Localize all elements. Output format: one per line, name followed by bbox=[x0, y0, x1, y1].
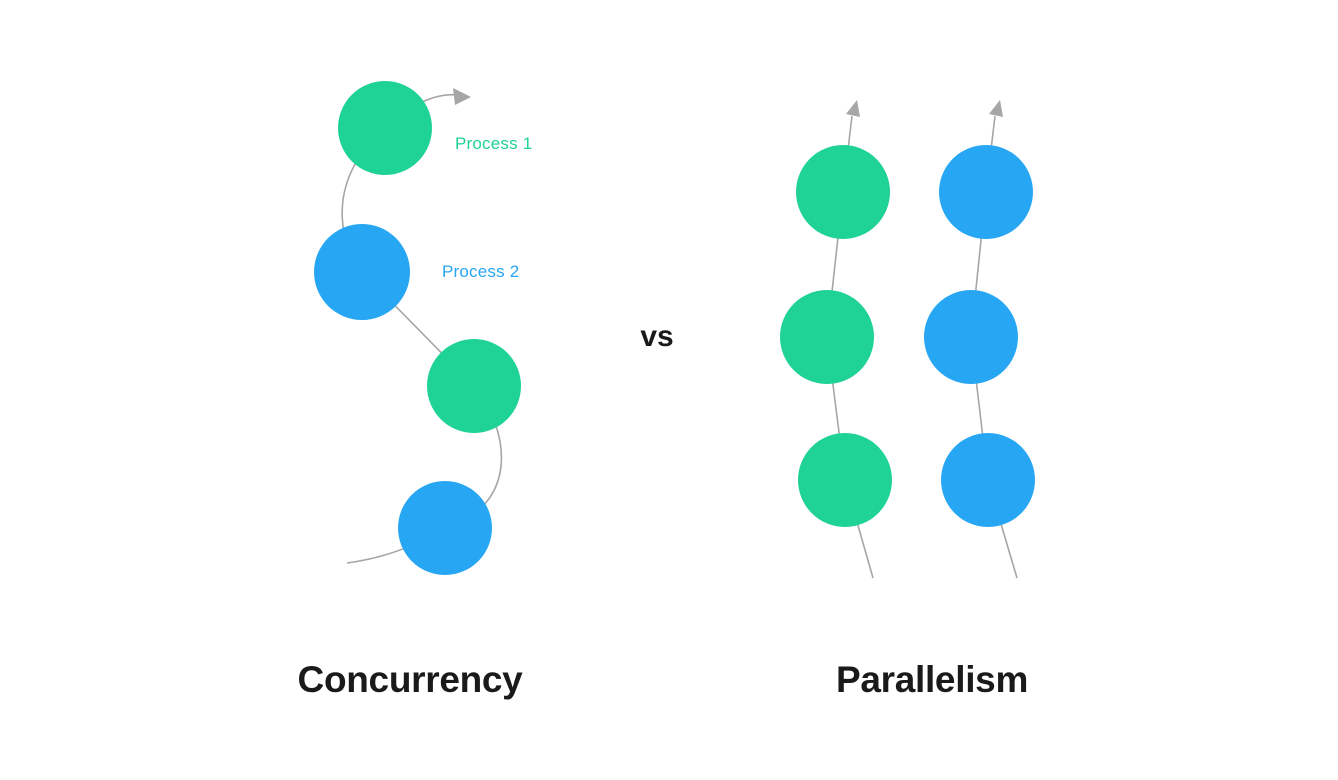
process-1-label: Process 1 bbox=[455, 134, 533, 153]
parallelism-blue-node-1 bbox=[939, 145, 1033, 239]
parallelism-green-node-2 bbox=[780, 290, 874, 384]
concurrency-node-3-process1 bbox=[427, 339, 521, 433]
concurrency-node-1-process1 bbox=[338, 81, 432, 175]
parallelism-green-node-1 bbox=[796, 145, 890, 239]
parallelism-title: Parallelism bbox=[835, 659, 1029, 700]
concurrency-node-4-process2 bbox=[398, 481, 492, 575]
parallelism-diagram bbox=[780, 100, 1035, 579]
parallelism-green-node-3 bbox=[798, 433, 892, 527]
parallelism-blue-node-2 bbox=[924, 290, 1018, 384]
parallelism-blue-node-3 bbox=[941, 433, 1035, 527]
concurrency-title: Concurrency bbox=[297, 659, 523, 700]
parallelism-green-arrowhead-icon bbox=[846, 100, 860, 117]
concurrency-diagram bbox=[314, 81, 521, 575]
concurrency-node-2-process2 bbox=[314, 224, 410, 320]
parallelism-blue-arrowhead-icon bbox=[989, 100, 1003, 117]
versus-label: vs bbox=[640, 320, 674, 353]
process-2-label: Process 2 bbox=[442, 262, 520, 281]
concurrency-arrowhead-icon bbox=[453, 88, 471, 105]
